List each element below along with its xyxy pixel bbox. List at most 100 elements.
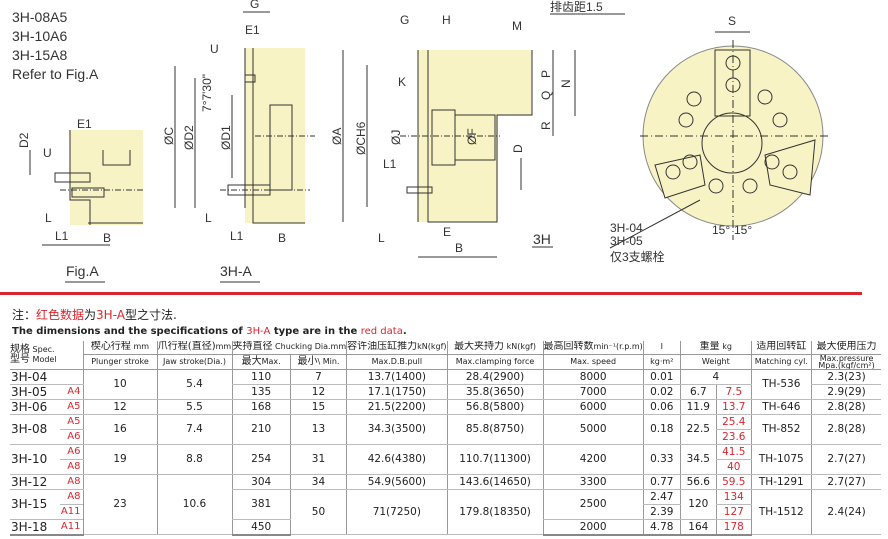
note-english: The dimensions and the specifications of…: [12, 326, 407, 337]
header-row: 规格 Spec.型号 Model 楔心行程 mm 爪行程(直径)mm 夹持直径 …: [10, 341, 882, 370]
a-code-cell: A11: [60, 504, 84, 520]
dim-b: B: [455, 241, 463, 255]
header-cyl-en: Matching cyl.: [750, 354, 812, 370]
3h-caption: 3H: [533, 231, 551, 247]
header-plunger: 楔心行程 mm: [82, 341, 157, 355]
cyl-cell: TH-1075: [750, 444, 812, 475]
plunger-cell: 23: [82, 474, 157, 535]
inertia-cell: 2.47: [642, 489, 681, 505]
max-cell: 450: [231, 519, 291, 536]
a-code-cell: A8: [60, 474, 84, 490]
note-text: 红色数据: [36, 308, 85, 322]
min-cell: 7: [289, 369, 347, 385]
a-code-cell: A6: [60, 429, 84, 445]
weight-a-cell: 134: [715, 489, 752, 505]
table-row: A6 23.6: [10, 429, 881, 445]
model-cell: 3H-18: [10, 519, 60, 536]
dim-f: ØF: [465, 128, 479, 145]
dim-c-h6: ØCH6: [354, 121, 368, 155]
header-pull: 容许油压缸推力kN(kgf): [346, 341, 448, 355]
header-pull-en: Max.D.B.pull: [346, 354, 448, 370]
fig-a-ref: 3H-08A5: [12, 9, 67, 25]
pull-cell: 13.7(1400): [346, 369, 448, 385]
a-code-cell: A4: [60, 384, 84, 400]
model-cell: 3H-15: [10, 489, 60, 520]
speed-cell: 6000: [542, 399, 644, 415]
dim-d: D: [511, 144, 525, 153]
inertia-cell: 2.39: [642, 504, 681, 520]
dim-l1: L1: [55, 229, 69, 243]
dim-g: G: [400, 13, 409, 27]
weight-cell: 164: [679, 519, 717, 536]
dim-b: B: [278, 231, 286, 245]
weight-cell: 34.5: [679, 444, 717, 475]
dim-n: N: [559, 79, 573, 88]
inertia-cell: 0.33: [642, 444, 681, 475]
weight-a-cell: 127: [715, 504, 752, 520]
weight-a-cell: 7.5: [715, 384, 752, 400]
dim-k: K: [398, 75, 406, 89]
min-cell: 50: [289, 489, 347, 535]
jaw-cell: 5.5: [156, 399, 232, 415]
note-text: 3H-A: [246, 326, 271, 337]
pressure-cell: 2.4(24): [810, 489, 882, 535]
jaw-cell: 5.4: [156, 369, 232, 400]
speed-cell: 3300: [542, 474, 644, 490]
pressure-cell: 2.7(27): [810, 444, 882, 475]
header-clamp-en: Max.clamping force: [446, 354, 544, 370]
speed-cell: 4200: [542, 444, 644, 475]
dim-a: ØA: [330, 128, 344, 145]
max-cell: 135: [231, 384, 291, 400]
inertia-cell: 4.78: [642, 519, 681, 536]
min-cell: 31: [289, 444, 347, 475]
header-weight-en: Weight: [679, 354, 752, 370]
pull-cell: 54.9(5600): [346, 474, 448, 490]
dim-e1: E1: [77, 117, 92, 131]
dim-p: P: [539, 70, 553, 78]
weight-a-cell: 23.6: [715, 429, 752, 445]
header-max: 最大Max.: [231, 354, 291, 370]
weight-a-cell: 13.7: [715, 399, 752, 415]
clamp-cell: 56.8(5800): [446, 399, 544, 415]
note-text: 3H-A: [96, 308, 125, 322]
bolt-note: 3H-05: [610, 234, 643, 248]
pressure-cell: 2.3(23): [810, 369, 882, 385]
pressure-cell: 2.9(29): [810, 384, 882, 400]
weight-cell: 11.9: [679, 399, 717, 415]
max-cell: 254: [231, 444, 291, 475]
note-text: 为: [84, 308, 97, 322]
fig-a-drawing: [29, 130, 145, 283]
a-code-cell: [60, 369, 84, 385]
angle-15-left: 15°: [712, 223, 730, 237]
cyl-cell: TH-646: [750, 399, 812, 415]
a-code-cell: A8: [60, 489, 84, 505]
dim-l: L: [378, 231, 385, 245]
header-inertia: I: [642, 341, 681, 355]
model-cell: 3H-12: [10, 474, 60, 490]
header-cyl: 适用回转缸: [750, 341, 812, 355]
table-row: 3H-04 10 5.4 110 7 13.7(1400) 28.4(2900)…: [10, 369, 882, 400]
pull-cell: 21.5(2200): [346, 399, 448, 415]
a-code-cell: A5: [60, 399, 84, 415]
dim-q: Q: [539, 91, 553, 100]
dim-l: L: [205, 211, 212, 225]
weight-a-cell: 25.4: [715, 414, 752, 430]
chuck-front-view: [609, 31, 828, 249]
header-speed: 最高回转数min⁻¹(r.p.m): [542, 341, 644, 355]
note-text: .: [402, 326, 407, 337]
weight-cell: 4: [679, 369, 752, 385]
speed-cell: 7000: [542, 384, 644, 400]
a-code-cell: A5: [60, 414, 84, 430]
note-text: The dimensions and the specifications of: [12, 326, 247, 337]
dim-h: H: [442, 13, 451, 27]
clamp-cell: 143.6(14650): [446, 474, 544, 490]
min-cell: 12: [289, 384, 347, 400]
bolt-note: 3H-04: [610, 221, 643, 235]
max-cell: 381: [231, 489, 291, 520]
header-chucking: 夹持直径 Chucking Dia.mm: [231, 341, 347, 355]
max-cell: 304: [231, 474, 291, 490]
a-code-cell: A6: [60, 444, 84, 460]
